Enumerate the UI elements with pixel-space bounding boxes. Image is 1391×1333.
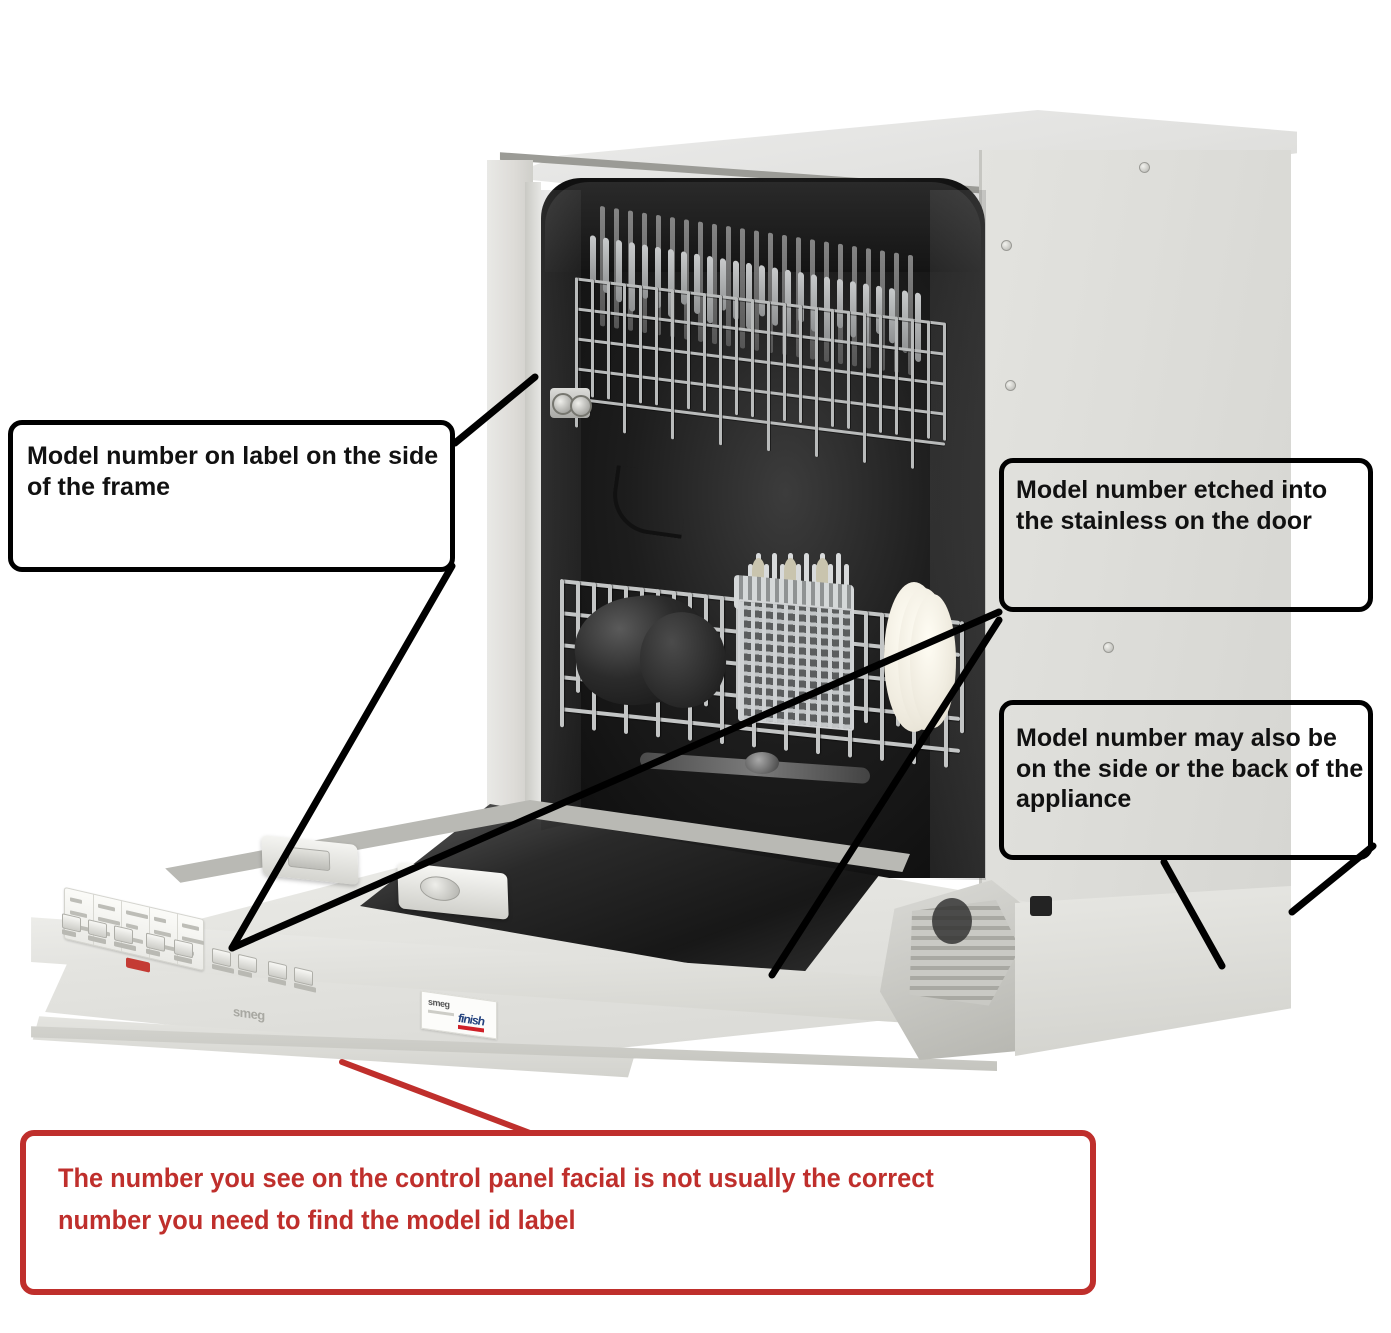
plate <box>910 594 956 728</box>
callout-warning: The number you see on the control panel … <box>20 1130 1096 1295</box>
hinge-shadow <box>932 898 972 944</box>
rinse-aid-dispenser <box>550 388 592 418</box>
callout-door-text: Model number etched into the stainless o… <box>1016 476 1328 535</box>
callout-side: Model number may also be on the side or … <box>999 700 1373 860</box>
base-clip <box>1030 896 1052 916</box>
callout-frame: Model number on label on the side of the… <box>8 420 455 572</box>
appliance-base-right <box>1015 886 1291 1056</box>
appliance-side-panel <box>979 150 1291 910</box>
cutlery-basket <box>738 598 854 732</box>
spray-arm-hub <box>745 752 779 774</box>
sticker-text-line <box>428 1009 454 1017</box>
tub-right-wall <box>930 190 986 880</box>
callout-door: Model number etched into the stainless o… <box>999 458 1373 612</box>
side-screw-icon <box>1001 240 1012 251</box>
appliance-frame-edge <box>525 182 541 882</box>
callout-warning-text: The number you see on the control panel … <box>58 1163 934 1235</box>
side-screw-icon <box>1005 380 1016 391</box>
callout-frame-text: Model number on label on the side of the… <box>27 442 439 501</box>
callout-side-text: Model number may also be on the side or … <box>1016 724 1364 813</box>
side-screw-icon <box>1103 642 1114 653</box>
side-screw-icon <box>1139 162 1150 173</box>
sticker-smeg-logo: smeg <box>428 996 450 1010</box>
